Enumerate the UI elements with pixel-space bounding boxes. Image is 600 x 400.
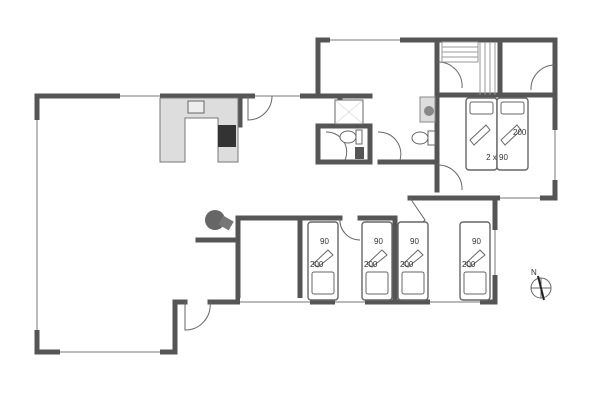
kitchen (159, 97, 239, 163)
toilet-icon (339, 130, 357, 144)
bed-length-label: 200 (310, 260, 324, 269)
bedroom-door[interactable] (339, 217, 361, 241)
bed-length-label: 200 (462, 260, 476, 269)
bathroom-fixtures (334, 96, 436, 159)
sink-icon (355, 147, 364, 159)
room-door[interactable] (530, 64, 556, 91)
walls (34, 36, 559, 356)
single-bed: 90 200 (397, 221, 429, 301)
toilet-door[interactable] (377, 131, 402, 161)
single-bed: 90 200 (361, 221, 393, 301)
single-bed: 90 200 (307, 221, 339, 301)
bed-width-label: 90 (374, 237, 383, 246)
stove-icon (218, 125, 236, 147)
double-bed: 2 x 90 200 (465, 97, 529, 171)
entry-door[interactable] (184, 301, 211, 331)
single-bed: 90 200 (459, 221, 491, 301)
sink-icon (187, 100, 205, 114)
door-swing (247, 95, 273, 121)
bed-size-label: 2 x 90 (486, 153, 508, 162)
bed-width-label: 90 (472, 237, 481, 246)
toilet-icon (411, 131, 429, 145)
compass-north-label: N (531, 268, 537, 277)
bed-length-label: 200 (364, 260, 378, 269)
sink-icon (424, 106, 434, 116)
windows (34, 36, 559, 356)
bed-width-label: 90 (320, 237, 329, 246)
compass-icon: N (530, 268, 552, 301)
fireplace-icon (205, 210, 234, 231)
bed-width-label: 90 (410, 237, 419, 246)
stairs (441, 41, 496, 95)
stair-door[interactable] (436, 61, 463, 89)
bed-length-label: 200 (400, 260, 414, 269)
bed-length-label: 200 (513, 128, 527, 137)
bedroom-door[interactable] (436, 164, 463, 191)
